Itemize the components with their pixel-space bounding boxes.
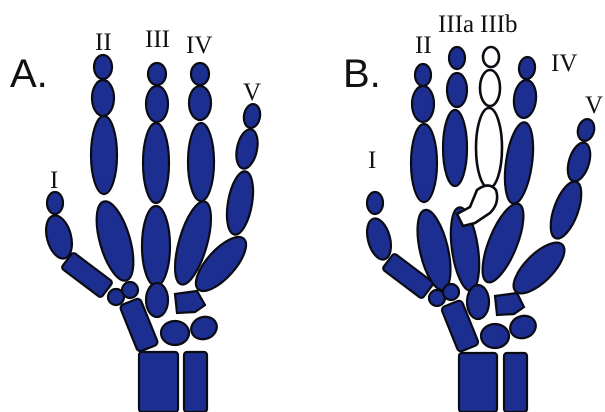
panel-b-digit-1-proximal-phalanx [363,216,395,262]
panel-b-digit-5-middle-phalanx [564,140,595,184]
panel-a-label-digit-2: II [95,29,112,56]
panel-a-label-digit-4: IV [186,32,212,59]
panel-b: B. I II IIIa IIIb IV V [343,11,603,412]
panel-b-forearm [459,353,527,412]
panel-a-forearm [139,352,207,412]
panel-b-letter: B. [343,52,381,96]
panel-b-digit-2-middle-phalanx [412,86,434,122]
panel-a-radius [139,352,178,412]
panel-a-digit-2-middle-phalanx [92,80,114,116]
panel-a-digit-2-proximal-phalanx [91,116,117,194]
panel-b-digit-2-distal-phalanx [415,64,431,86]
panel-b-digit-1-distal-phalanx [367,192,383,214]
panel-a-label-digit-3: III [145,26,170,53]
panel-a: A. I II III IV V [10,26,262,412]
panel-a-carpal [188,313,220,343]
panel-b-digit-3a-distal-phalanx [449,47,465,69]
panel-b-digit-5-proximal-phalanx [544,178,587,243]
panel-a-digit-1-distal-phalanx [47,192,63,214]
panel-b-digit-3b-middle-phalanx [480,70,500,106]
panel-b-radius [459,353,497,412]
panel-a-label-digit-5: V [243,79,261,106]
panel-a-digit-2-distal-phalanx [94,55,112,79]
panel-a-digit-3-metacarpal [142,206,170,286]
panel-b-label-digit-4: IV [551,50,577,77]
panel-b-digit-3b-proximal-phalanx [476,108,502,188]
panel-a-digit-5-middle-phalanx [233,127,261,170]
panel-a-carpals [108,282,220,352]
panel-b-digit-3a-middle-phalanx [447,73,467,107]
panel-a-digit-3-proximal-phalanx [143,123,169,203]
panel-b-label-digit-3a: IIIa [438,11,474,38]
panel-a-ulna [184,352,207,412]
panel-a-digit-3-middle-phalanx [146,86,168,122]
panel-b-carpal [495,293,524,315]
panel-b-carpal [507,312,539,342]
panel-b-label-digit-5: V [585,92,603,119]
panel-b-digit-2-proximal-phalanx [411,124,437,202]
panel-b-digit-4-proximal-phalanx [500,121,537,206]
panel-b-label-digit-1: I [368,147,376,174]
panel-a-digit-4-middle-phalanx [189,86,211,120]
panel-b-carpal [467,285,489,319]
panel-a-digit-4-distal-phalanx [191,63,209,85]
panel-b-carpal [481,324,509,348]
panel-a-digit-3 [142,63,170,286]
panel-b-carpal [443,284,459,300]
panel-b-ulna [504,353,527,412]
panel-a-digit-2 [89,55,140,285]
panel-a-letter: A. [10,52,48,96]
panel-a-digit-3-distal-phalanx [148,63,166,85]
panel-b-digit-4-distal-phalanx [518,56,536,80]
panel-b-label-digit-2: II [415,32,432,59]
panel-a-digit-5-proximal-phalanx [223,169,258,236]
panel-a-carpal [161,321,189,345]
panel-a-carpal [146,283,168,317]
panel-a-carpal [175,291,205,313]
panel-b-label-digit-3b: IIIb [480,11,517,38]
panel-b-digit-4-middle-phalanx [512,79,538,119]
panel-a-carpal [122,282,138,298]
panel-a-label-digit-1: I [50,167,58,194]
panel-b-digit-3b-distal-phalanx [483,47,499,67]
panel-b-digit-3a-proximal-phalanx [443,110,467,186]
panel-a-digit-5-distal-phalanx [242,103,262,129]
panel-b-digit-3b-metacarpal [457,186,497,227]
panel-a-digit-4-proximal-phalanx [188,123,214,201]
panel-b-digit-5-distal-phalanx [575,117,596,142]
